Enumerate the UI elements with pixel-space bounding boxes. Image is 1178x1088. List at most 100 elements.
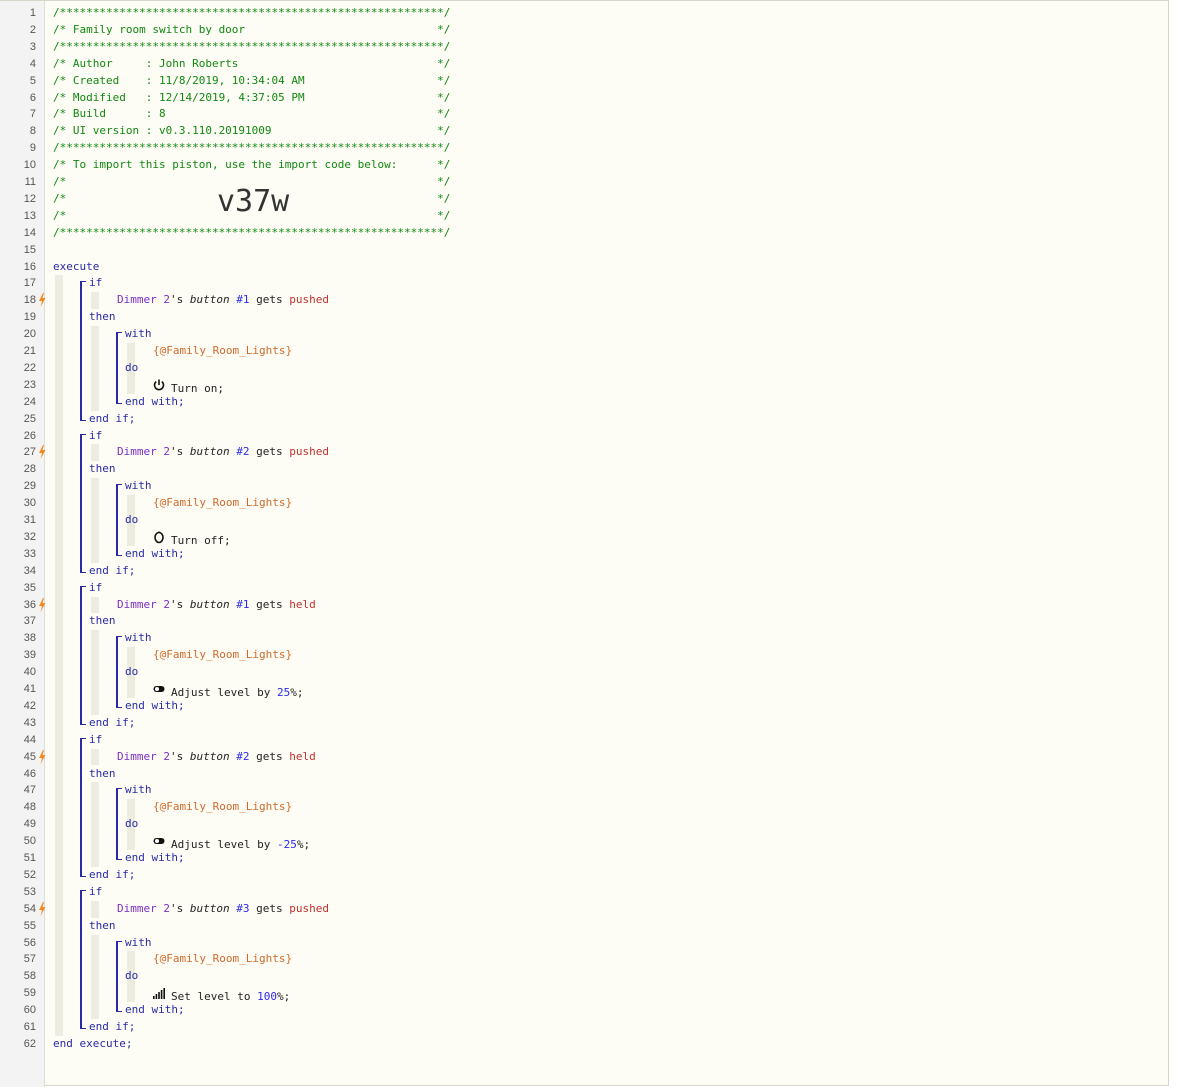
block-bracket	[80, 889, 82, 1029]
possessive: 's	[169, 597, 190, 611]
with-keyword: with	[125, 631, 152, 645]
device-name: Dimmer 2	[117, 293, 170, 307]
indent-guide	[91, 934, 99, 1019]
possessive: 's	[169, 901, 190, 915]
line-number: 15	[23, 243, 36, 256]
action-statement: Adjust level by -25%;	[171, 837, 310, 853]
line-number: 2	[29, 23, 36, 36]
comparison: gets	[256, 597, 283, 611]
line-number: 45	[23, 750, 36, 763]
import-code: v37w	[217, 184, 290, 219]
header-comment-line: /* */	[53, 191, 451, 205]
block-bracket-bottom	[80, 566, 86, 573]
block-bracket	[80, 737, 82, 877]
end-if-keyword: end if;	[89, 867, 136, 881]
line-number: 61	[23, 1021, 36, 1033]
line-number: 11	[24, 176, 36, 188]
line-number: 36	[23, 598, 36, 611]
line-number: 26	[23, 429, 36, 442]
line-number: 50	[23, 835, 36, 848]
trigger-bolt-icon	[37, 597, 47, 613]
possessive: 's	[169, 749, 190, 763]
line-number: 29	[23, 480, 36, 493]
action-parameter: 100	[257, 990, 277, 1004]
trigger-bolt-icon	[37, 444, 47, 460]
header-comment-line: /* Modified : 12/14/2019, 4:37:05 PM */	[53, 90, 451, 104]
end-with-keyword: end with;	[125, 1003, 185, 1017]
line-number: 17	[23, 277, 36, 290]
line-number: 5	[29, 74, 36, 87]
block-bracket-bottom	[116, 549, 122, 556]
line-number: 44	[23, 733, 36, 746]
indent-guide	[127, 951, 135, 1003]
variable-name: {@Family_Room_Lights}	[153, 344, 293, 357]
line-number: 53	[23, 885, 36, 898]
condition: Dimmer 2's button #2 gets held	[117, 749, 316, 765]
block-bracket-bottom	[80, 1023, 86, 1029]
action-statement: Turn off;	[171, 533, 231, 549]
header-comment-line: /***************************************…	[53, 39, 451, 53]
block-bracket-top	[116, 940, 122, 947]
action-suffix: %;	[296, 838, 311, 852]
block-bracket	[116, 332, 118, 404]
event-value: pushed	[289, 293, 329, 307]
event-value: pushed	[289, 445, 329, 459]
variable-name: {@Family_Room_Lights}	[153, 648, 293, 662]
block-bracket	[116, 484, 118, 556]
block-bracket-top	[116, 484, 122, 491]
condition: Dimmer 2's button #3 gets pushed	[117, 901, 329, 917]
indent-guide	[91, 444, 99, 462]
block-bracket-bottom	[116, 701, 122, 708]
line-number: 38	[23, 632, 36, 645]
line-number: 43	[23, 716, 36, 729]
then-keyword: then	[89, 310, 116, 324]
action-parameter: 25	[276, 686, 291, 699]
indent-guide	[127, 343, 135, 394]
block-bracket-top	[116, 788, 122, 795]
line-number: 37	[23, 615, 36, 628]
device-variable: {@Family_Room_Lights}	[153, 647, 292, 663]
block-bracket-top	[116, 332, 122, 339]
trigger-bolt-icon	[37, 749, 47, 765]
line-number: 46	[23, 767, 36, 780]
variable-name: {@Family_Room_Lights}	[153, 800, 293, 814]
header-comment-line: /***************************************…	[53, 225, 451, 239]
action-statement: Set level to 100%;	[171, 989, 290, 1005]
line-number: 40	[23, 666, 36, 679]
indent-guide	[91, 630, 99, 715]
line-number: 10	[23, 159, 36, 172]
indent-guide	[91, 782, 99, 867]
block-bracket-top	[80, 889, 86, 896]
indent-guide	[91, 748, 99, 766]
header-comment-line: /* Author : John Roberts */	[53, 56, 451, 70]
block-bracket-bottom	[80, 870, 86, 877]
end-if-keyword: end if;	[89, 411, 136, 425]
line-number: 49	[23, 818, 36, 831]
line-number: 27	[23, 446, 36, 459]
line-number: 9	[29, 142, 36, 155]
end-execute-keyword: end execute;	[53, 1036, 133, 1050]
action-text: Set level to	[171, 990, 258, 1004]
line-number: 57	[23, 953, 36, 966]
line-number: 39	[23, 649, 36, 662]
if-keyword: if	[89, 732, 103, 746]
line-number: 1	[29, 7, 36, 19]
button-number: #1	[236, 293, 250, 307]
if-keyword: if	[89, 884, 103, 898]
action-suffix: %;	[290, 686, 304, 699]
header-comment-line: /* */	[53, 208, 451, 222]
line-number: 59	[23, 987, 36, 1000]
toggle-icon	[152, 682, 166, 696]
block-bracket-top	[80, 433, 86, 440]
indent-guide	[91, 478, 99, 563]
trigger-bolt-icon	[37, 292, 47, 308]
line-number: 47	[23, 784, 36, 797]
indent-guide	[91, 900, 99, 918]
action-statement: Turn on;	[171, 381, 224, 397]
action-text: Turn off;	[171, 533, 231, 547]
possessive: 's	[169, 445, 190, 459]
line-number: 12	[23, 192, 36, 205]
line-number: 31	[23, 514, 36, 526]
header-comment-line: /* Build : 8 */	[53, 107, 451, 121]
line-number: 62	[23, 1037, 36, 1050]
